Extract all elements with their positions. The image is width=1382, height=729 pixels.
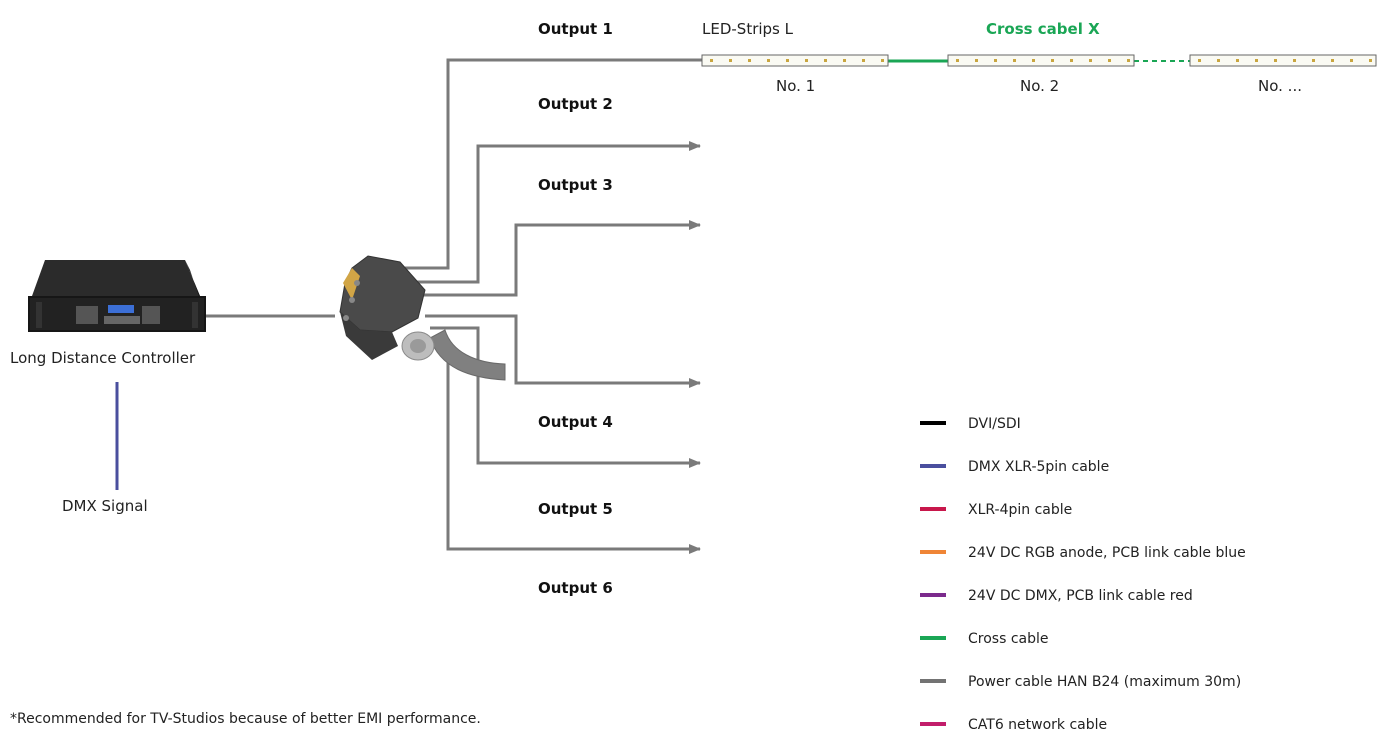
legend-item: CAT6 network cable xyxy=(920,717,1107,729)
legend-item: 24V DC DMX, PCB link cable red xyxy=(920,588,1193,604)
led-strip xyxy=(947,54,1135,67)
legend-item: 24V DC RGB anode, PCB link cable blue xyxy=(920,545,1246,561)
cable-output-2 xyxy=(410,141,701,284)
legend-label: CAT6 network cable xyxy=(968,717,1107,729)
legend-item: Power cable HAN B24 (maximum 30m) xyxy=(920,674,1241,690)
legend-item: DVI/SDI xyxy=(920,416,1021,432)
output-label: Output 5 xyxy=(538,500,613,518)
cable-output-3 xyxy=(420,220,701,297)
strip-number: No. 2 xyxy=(1020,77,1059,95)
output-label: Output 1 xyxy=(538,20,613,38)
legend-label: XLR-4pin cable xyxy=(968,502,1072,518)
legend-item: Cross cable xyxy=(920,631,1049,647)
legend-label: DMX XLR-5pin cable xyxy=(968,459,1109,475)
output-label: Output 6 xyxy=(538,579,613,597)
footnote: *Recommended for TV-Studios because of b… xyxy=(10,711,481,727)
output-labels: Output 1 Output 2 Output 3 Output 4 Outp… xyxy=(538,20,613,597)
cable-output-5 xyxy=(430,326,701,468)
cable-output-1 xyxy=(405,58,705,270)
controller-device xyxy=(28,260,206,332)
strip-number: No. ... xyxy=(1258,77,1302,95)
output-label: Output 4 xyxy=(538,413,613,431)
legend-label: 24V DC DMX, PCB link cable red xyxy=(968,588,1193,604)
han-connector xyxy=(339,255,506,381)
legend-item: DMX XLR-5pin cable xyxy=(920,459,1109,475)
dmx-signal-label: DMX Signal xyxy=(62,497,148,515)
legend-label: Cross cable xyxy=(968,631,1049,647)
cable-output-4 xyxy=(425,314,701,388)
controller-label: Long Distance Controller xyxy=(10,349,196,367)
legend-label: DVI/SDI xyxy=(968,416,1021,432)
legend-item: XLR-4pin cable xyxy=(920,502,1072,518)
led-strip xyxy=(701,54,889,67)
led-strip xyxy=(1189,54,1377,67)
led-strips-title: LED-Strips L xyxy=(702,20,794,38)
legend-label: Power cable HAN B24 (maximum 30m) xyxy=(968,674,1241,690)
led-strips xyxy=(701,54,1377,67)
output-label: Output 2 xyxy=(538,95,613,113)
strip-number: No. 1 xyxy=(776,77,815,95)
output-label: Output 3 xyxy=(538,176,613,194)
power-cables xyxy=(205,58,705,554)
cross-cable-label: Cross cabel X xyxy=(986,20,1100,38)
legend-label: 24V DC RGB anode, PCB link cable blue xyxy=(968,545,1246,561)
